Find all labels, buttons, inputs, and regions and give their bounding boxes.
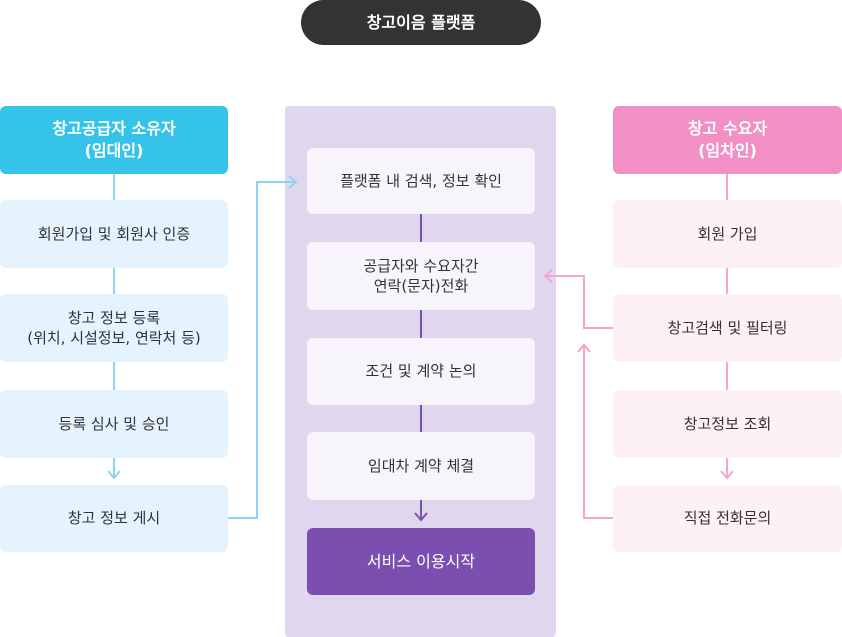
left-to-platform-arrow bbox=[228, 181, 296, 519]
mid-step: 임대차 계약 체결 bbox=[307, 432, 535, 500]
mid-step: 조건 및 계약 논의 bbox=[307, 338, 535, 405]
supplier-header: 창고공급자 소유자 (임대인) bbox=[0, 106, 228, 174]
mid-step: 공급자와 수요자간 연락(문자)전화 bbox=[307, 242, 535, 310]
service-start: 서비스 이용시작 bbox=[307, 528, 535, 595]
demander-header: 창고 수요자 (임차인) bbox=[613, 106, 842, 174]
page-title: 창고이음 플랫폼 bbox=[301, 0, 541, 45]
search-to-platform-arrow bbox=[545, 275, 613, 329]
right-step: 창고검색 및 필터링 bbox=[613, 294, 842, 362]
right-step: 회원 가입 bbox=[613, 200, 842, 268]
call-to-search-arrow bbox=[583, 345, 613, 519]
left-step: 회원가입 및 회원사 인증 bbox=[0, 200, 228, 268]
left-step: 창고 정보 등록 (위치, 시설정보, 연락처 등) bbox=[0, 294, 228, 362]
left-arrowhead bbox=[107, 470, 121, 480]
left-step: 창고 정보 게시 bbox=[0, 485, 228, 552]
mid-step: 플랫폼 내 검색, 정보 확인 bbox=[307, 148, 535, 214]
right-step: 직접 전화문의 bbox=[613, 485, 842, 552]
right-step: 창고정보 조회 bbox=[613, 390, 842, 458]
left-step: 등록 심사 및 승인 bbox=[0, 390, 228, 458]
